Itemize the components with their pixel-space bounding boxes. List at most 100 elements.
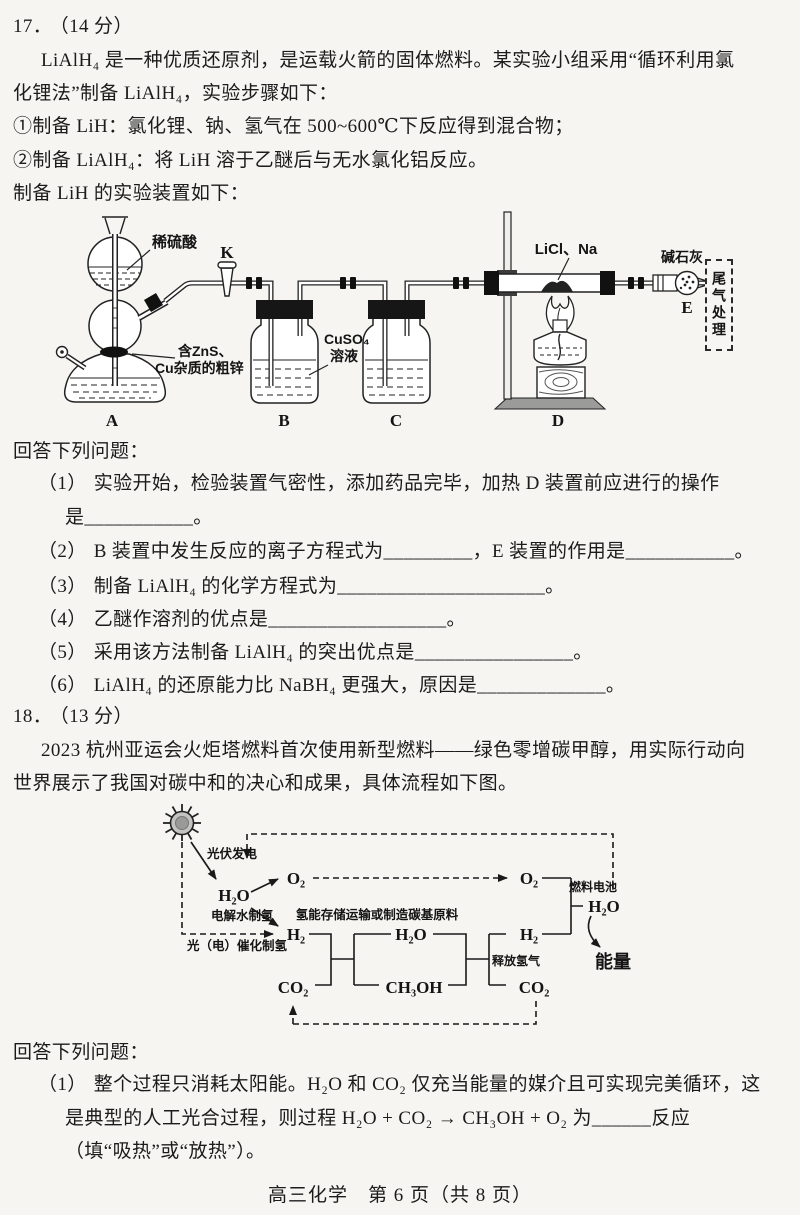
bracket-connectors: [309, 877, 583, 986]
q18-intro-line1: 2023 杭州亚运会火炬塔燃料首次使用新型燃料——绿色零增碳甲醇，用实际行动向: [41, 740, 746, 761]
photocatalysis-path: [181, 842, 274, 938]
label-a: A: [106, 411, 119, 430]
drying-tube-e: [652, 270, 708, 296]
stopcock-k: [217, 261, 237, 297]
species-h2o-mid: H₂O: [395, 925, 427, 944]
energy-arrow: [587, 915, 601, 948]
q18-points: （13 分）: [59, 706, 133, 727]
q17-sub1-text: 实验开始，检验装置气密性，添加药品完毕，加热 D 装置前应进行的操作: [93, 473, 720, 494]
kipp-generator-a: [55, 216, 169, 403]
q17-number: 17．: [13, 16, 53, 37]
species-ch3oh: CH₃OH: [385, 978, 442, 997]
licl-na-solid: [541, 280, 573, 292]
species-h2o-left: H₂O: [218, 886, 250, 905]
label-storage: 氢能存储运输或制造碳基原料: [296, 907, 459, 922]
q17-sub1: （1） 实验开始，检验装置气密性，添加药品完毕，加热 D 装置前应进行的操作: [38, 473, 720, 495]
label-c: C: [390, 411, 402, 430]
label-zinc-2: Cu杂质的粗锌: [155, 360, 244, 376]
apparatus-diagram: 稀硫酸 含ZnS、 Cu杂质的粗锌 CuSO₄ 溶液 LiCl、Na 碱石灰 K…: [55, 211, 709, 430]
water-recycle-path: [247, 833, 614, 888]
water-to-h2-arrow: [250, 907, 279, 927]
q17-sub3-num: （3）: [38, 576, 87, 597]
q17-sub1-num: （1）: [38, 473, 87, 494]
species-o2-left: O₂: [287, 869, 305, 888]
label-d: D: [552, 411, 564, 430]
q17-sub3: （3） 制备 LiAlH₄ 的化学方程式为____________________…: [38, 576, 565, 598]
tail-gas-box: 尾气处理: [705, 259, 733, 351]
stopper-b: [256, 300, 313, 319]
label-electrolysis: 电解水制氢: [211, 908, 274, 923]
label-licl-na: LiCl、Na: [535, 241, 598, 258]
solid-arrows: [190, 841, 601, 948]
q17-sub3-text: 制备 LiAlH₄ 的化学方程式为_____________________。: [93, 576, 565, 597]
q18-sub1-line1: 整个过程只消耗太阳能。H₂O 和 CO₂ 仅充当能量的媒介且可实现完美循环，这: [93, 1074, 761, 1095]
q17-answer-prompt: 回答下列问题：: [13, 441, 149, 462]
q18-answer-prompt: 回答下列问题：: [13, 1042, 149, 1063]
q17-intro-line1: LiAlH₄ 是一种优质还原剂，是运载火箭的固体燃料。某实验小组采用“循环利用氯: [41, 50, 735, 71]
label-pv: 光伏发电: [206, 846, 258, 861]
q17-sub4-text: 乙醚作溶剂的优点是__________________。: [93, 609, 466, 630]
stopper-c: [368, 300, 425, 319]
q17-sub4: （4） 乙醚作溶剂的优点是__________________。: [38, 609, 466, 631]
label-cuso4-2: 溶液: [330, 348, 359, 364]
co2-recycle-path: [293, 1001, 537, 1025]
page-footer: 高三化学 第 6 页（共 8 页）: [267, 1185, 532, 1206]
q17-sub6: （6） LiAlH₄ 的还原能力比 NaBH₄ 更强大，原因是__________…: [38, 675, 625, 697]
energy-text: 能量: [595, 951, 631, 972]
sun-icon: [163, 804, 201, 841]
tube-connectors: [246, 277, 644, 289]
q17-sub5-num: （5）: [38, 642, 87, 663]
label-fuel-cell: 燃料电池: [569, 879, 617, 894]
q17-sub1-cont: 是___________。: [65, 507, 213, 528]
q17-sub5: （5） 采用该方法制备 LiAlH₄ 的突出优点是________________…: [38, 642, 593, 664]
label-b: B: [278, 411, 289, 430]
species-h2-right: H₂: [520, 925, 538, 944]
species-co2-right: CO₂: [519, 978, 550, 997]
q17-intro-line2: 化锂法”制备 LiAlH₄，实验步骤如下：: [13, 83, 338, 104]
label-leaders: [126, 249, 570, 376]
label-dilute-acid: 稀硫酸: [152, 233, 198, 251]
species-co2-left: CO₂: [278, 978, 309, 997]
q18-sub1-num: （1）: [38, 1074, 87, 1095]
label-release: 释放氢气: [492, 953, 540, 968]
zinc-charge: [100, 346, 128, 358]
q18-sub1-line3: （填“吸热”或“放热”）。: [65, 1141, 266, 1162]
wood-block: [536, 366, 586, 399]
q18-header: 18． （13 分）: [13, 706, 133, 728]
species-o2-right: O₂: [520, 869, 538, 888]
q17-step1: ①制备 LiH：氯化锂、钠、氢气在 500~600℃下反应得到混合物；: [13, 116, 574, 137]
wash-bottle-b: [250, 318, 319, 404]
q18-intro-line2: 世界展示了我国对碳中和的决心和成果，具体流程如下图。: [13, 773, 518, 794]
q17-sub6-num: （6）: [38, 675, 87, 696]
q17-setup-note: 制备 LiH 的实验装置如下：: [13, 183, 250, 204]
q17-sub2: （2） B 装置中发生反应的离子方程式为_________，E 装置的作用是___…: [38, 541, 754, 563]
q17-sub2-num: （2）: [38, 541, 87, 562]
label-soda-lime: 碱石灰: [661, 249, 703, 265]
gas-tubing: [163, 280, 709, 386]
species-h2-left: H₂: [287, 925, 305, 944]
sun-to-water-arrow: [190, 841, 217, 880]
label-e: E: [681, 298, 692, 317]
species-h2o-right: H₂O: [588, 897, 620, 916]
q18-sub1-line2: 是典型的人工光合过程，则过程 H₂O + CO₂ → CH₃OH + O₂ 为_…: [65, 1108, 691, 1129]
arm-stopper: [144, 293, 163, 312]
q17-sub6-text: LiAlH₄ 的还原能力比 NaBH₄ 更强大，原因是_____________…: [93, 675, 626, 696]
fuel-cell-bracket: [542, 877, 583, 935]
methanol-cycle-diagram: H₂O O₂ H₂ CO₂ H₂O CH₃OH H₂ CO₂ O₂ H₂O 能量…: [163, 804, 631, 1025]
q17-header: 17． （14 分）: [13, 16, 133, 38]
label-cuso4: CuSO₄: [324, 331, 370, 347]
water-to-o2-arrow: [250, 878, 279, 893]
q17-sub2-text: B 装置中发生反应的离子方程式为_________，E 装置的作用是______…: [93, 541, 754, 562]
dashed-paths: [181, 833, 614, 1025]
reaction-tube-d: [484, 271, 615, 295]
q18-number: 18．: [13, 706, 53, 727]
q17-sub4-num: （4）: [38, 609, 87, 630]
q17-sub5-text: 采用该方法制备 LiAlH₄ 的突出优点是________________。: [93, 642, 593, 663]
label-k: K: [220, 243, 234, 262]
label-photocat: 光（电）催化制氢: [186, 938, 288, 953]
wash-bottle-c: [362, 318, 431, 404]
q17-points: （14 分）: [59, 16, 133, 37]
alcohol-lamp: [533, 295, 587, 366]
q18-sub1: （1） 整个过程只消耗太阳能。H₂O 和 CO₂ 仅充当能量的媒介且可实现完美循环…: [38, 1074, 761, 1096]
